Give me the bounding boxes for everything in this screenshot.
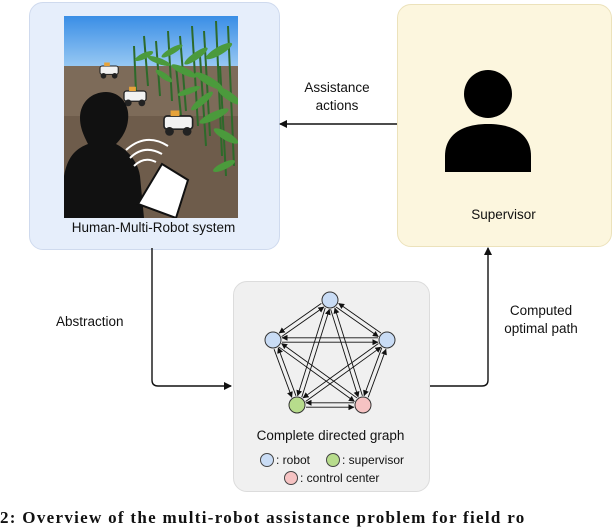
directed-edge (333, 307, 363, 396)
robot-node-top (321, 291, 339, 309)
legend-control-center-text: : control center (300, 471, 380, 485)
directed-edge (281, 343, 358, 399)
directed-edge (281, 306, 325, 337)
person-silhouette-icon (445, 70, 531, 172)
assistance-label-line1: Assistance (304, 80, 370, 95)
robot-node-left (264, 331, 282, 349)
directed-edge (330, 309, 360, 398)
directed-edge (273, 349, 293, 398)
assistance-label-line2: actions (315, 98, 359, 113)
directed-edge (335, 306, 379, 337)
computed-label-line2: optimal path (504, 321, 578, 336)
directed-edge (305, 346, 382, 402)
legend-robot-text: : robot (276, 453, 311, 467)
field-scene-illustration (64, 16, 238, 218)
robot-node-right (378, 331, 396, 349)
legend-supervisor: : supervisor (326, 453, 404, 467)
graph-label: Complete directed graph (256, 428, 405, 443)
supervisor-node-icon (326, 453, 340, 467)
control-center-node-icon (284, 471, 298, 485)
control-center-node (354, 396, 372, 414)
corn-leaves (134, 42, 238, 172)
directed-edge (277, 347, 297, 396)
directed-edge (278, 346, 355, 402)
wifi-signal-icon (125, 139, 169, 167)
directed-edge (301, 308, 331, 398)
legend-robot: : robot (260, 453, 310, 467)
field-robot-icon (163, 110, 194, 136)
field-robot-icon (99, 62, 119, 79)
figure-caption: 2: Overview of the multi-robot assistanc… (0, 508, 526, 527)
abstraction-arrow (151, 248, 232, 390)
directed-edge (338, 303, 382, 334)
directed-edge (302, 343, 379, 399)
computed-label-line1: Computed (509, 303, 573, 318)
tablet-icon (136, 162, 190, 218)
directed-edge (296, 307, 326, 397)
supervisor-label: Supervisor (471, 207, 536, 222)
supervisor-panel (397, 4, 612, 247)
supervisor-node (288, 396, 306, 414)
person-silhouette-icon (64, 92, 144, 218)
system-label: Human-Multi-Robot system (71, 220, 236, 235)
computed-path-arrow (430, 247, 492, 387)
directed-edge (363, 347, 383, 397)
legend-control-center: : control center (284, 471, 379, 485)
directed-edge (367, 348, 387, 398)
graph-edges (273, 303, 387, 411)
graph-nodes (264, 291, 396, 414)
directed-edge (278, 303, 322, 334)
robot-node-icon (260, 453, 274, 467)
abstraction-label: Abstraction (56, 314, 124, 329)
field-robot-icon (123, 86, 147, 107)
legend-supervisor-text: : supervisor (342, 453, 405, 467)
